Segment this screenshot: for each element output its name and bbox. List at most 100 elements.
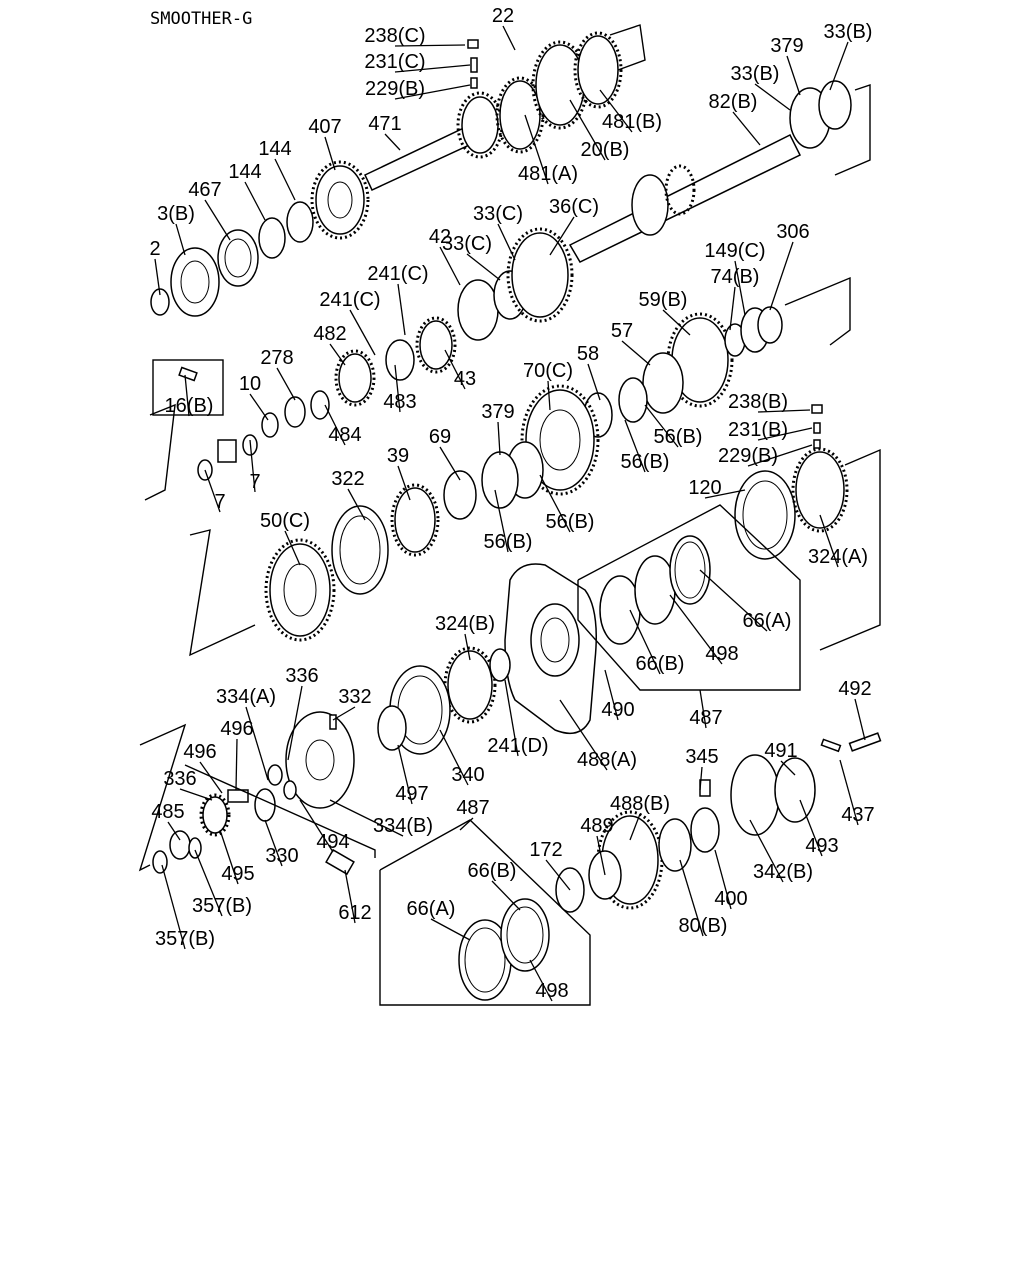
leader-l-58: [587, 363, 601, 401]
leader-l-50c: [284, 530, 301, 566]
part-label-l-7a: 7: [249, 471, 260, 493]
top-shaft-assembly: [150, 31, 623, 317]
part-label-l-20b: 20(B): [581, 139, 630, 161]
leader-l-238b: [757, 409, 811, 413]
part-label-l-330: 330: [265, 845, 298, 867]
part-label-l-241c-a: 241(C): [367, 263, 428, 285]
bracket-frames: [138, 24, 881, 1006]
part-label-l-481b: 481(B): [602, 111, 662, 133]
part-label-l-494: 494: [316, 831, 349, 853]
ring-336: [267, 764, 283, 786]
leader-l-36c: [549, 216, 575, 256]
ring-498-top: [634, 555, 676, 625]
leader-l-345: [699, 766, 703, 791]
leader-l-494: [299, 799, 334, 853]
part-label-l-59b: 59(B): [639, 289, 688, 311]
leader-l-66a-top: [699, 569, 768, 632]
ring-481b: [577, 35, 619, 105]
leader-l-144b: [244, 181, 266, 221]
leader-l-492: [854, 698, 866, 741]
part-label-l-340: 340: [451, 764, 484, 786]
part-label-l-241c-b: 241(C): [319, 289, 380, 311]
bearing-56b: [618, 377, 648, 423]
leader-l-471: [384, 133, 401, 151]
part-label-l-482: 482: [313, 323, 346, 345]
leader-l-330: [264, 819, 283, 867]
part-label-l-485: 485: [151, 801, 184, 823]
ring-66b-top: [599, 575, 641, 645]
leader-l-324a: [819, 514, 839, 568]
part-label-l-56b-b: 56(B): [621, 451, 670, 473]
ring-357b-b: [152, 850, 168, 874]
leader-l-481a: [524, 114, 549, 185]
leader-l-342b: [749, 819, 784, 883]
part-label-l-74b: 74(B): [711, 266, 760, 288]
part-label-l-487-low: 487: [456, 797, 489, 819]
ring-322: [331, 505, 389, 595]
leader-l-80b: [679, 859, 704, 937]
part-label-l-33c-b: 33(C): [442, 233, 492, 255]
leader-l-241c-a: [397, 283, 406, 336]
part-label-l-345: 345: [685, 746, 718, 768]
leader-l-487-top: [699, 689, 707, 729]
ring-357b-a: [188, 837, 202, 859]
ring-120: [734, 470, 796, 560]
bearing-80b: [658, 818, 692, 872]
leader-l-487-low: [459, 817, 474, 831]
leader-l-498-low: [529, 959, 553, 1002]
middle-gear-assembly: [197, 306, 849, 642]
bearing-278: [284, 396, 306, 428]
gear-324a: [795, 451, 845, 529]
part-label-l-379-mid: 379: [481, 401, 514, 423]
bearing-330: [254, 788, 276, 822]
part-label-l-332: 332: [338, 686, 371, 708]
part-label-l-481a: 481(A): [518, 163, 578, 185]
part-label-l-467: 467: [188, 179, 221, 201]
ring-42: [457, 279, 499, 341]
snap-ring-2: [150, 288, 170, 316]
spacer-467: [217, 229, 259, 287]
part-label-l-491: 491: [764, 740, 797, 762]
leader-l-467: [204, 199, 231, 241]
part-label-l-471: 471: [368, 113, 401, 135]
part-label-l-66a-top: 66(A): [743, 610, 792, 632]
leader-l-481b: [599, 89, 633, 133]
leader-l-56b-d: [494, 489, 509, 553]
part-label-l-33b-b: 33(B): [731, 63, 780, 85]
part-label-l-278: 278: [260, 347, 293, 369]
leader-l-306: [769, 241, 794, 311]
part-labels: 22238(C)231(C)229(B)481(B)20(B)481(A)471…: [149, 5, 874, 1002]
part-label-l-324b: 324(B): [435, 613, 495, 635]
leader-l-70c: [547, 380, 551, 411]
leader-l-22: [502, 25, 516, 51]
part-label-l-493: 493: [805, 835, 838, 857]
leader-l-82b: [732, 111, 761, 146]
leader-l-74b: [729, 286, 736, 331]
part-label-l-496a: 496: [220, 718, 253, 740]
leader-l-612: [344, 869, 356, 924]
part-label-l-498-top: 498: [705, 643, 738, 665]
ring-66b-low: [500, 898, 550, 972]
part-label-l-342b: 342(B): [753, 861, 813, 883]
pin-332: [329, 714, 337, 730]
part-label-l-82b: 82(B): [709, 91, 758, 113]
part-label-l-50c: 50(C): [260, 510, 310, 532]
leader-l-33b-b: [754, 83, 791, 111]
bolt-492: [848, 732, 882, 752]
leader-l-120: [704, 489, 746, 499]
part-label-l-144a: 144: [258, 138, 291, 160]
part-label-l-66b-low: 66(B): [468, 860, 517, 882]
gear-39: [394, 487, 436, 553]
washer-484: [310, 390, 330, 420]
leader-l-42: [439, 246, 461, 286]
leader-l-33b-a: [829, 41, 849, 91]
leader-l-229b-mid: [747, 444, 813, 467]
part-label-l-3b: 3(B): [157, 203, 195, 225]
leader-l-495: [219, 829, 239, 885]
leader-l-407: [324, 136, 336, 171]
part-label-l-495: 495: [221, 863, 254, 885]
leader-l-229b-top: [394, 84, 471, 100]
part-label-l-437: 437: [841, 804, 874, 826]
countershaft-82b: [568, 133, 802, 263]
